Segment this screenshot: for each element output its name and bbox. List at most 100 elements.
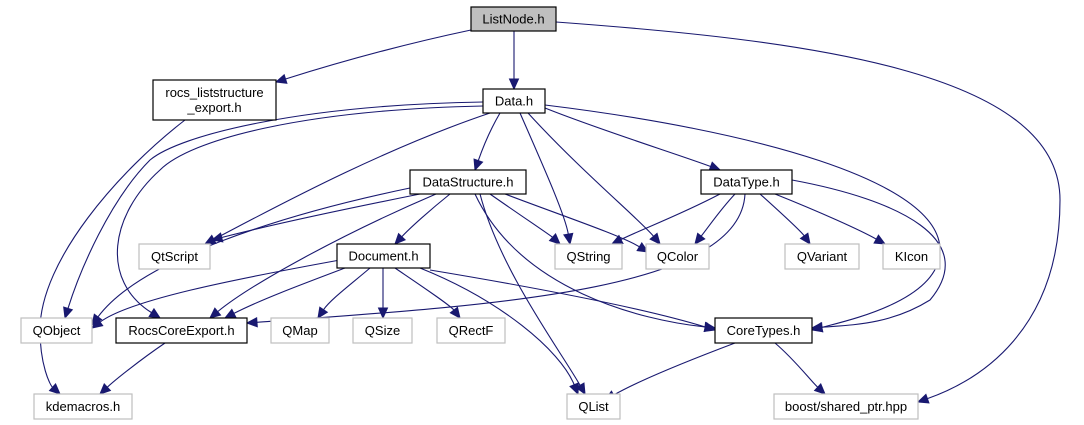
edge-rocs_export-to-kdemacros <box>39 119 186 388</box>
arrowhead-data-to-datastructure <box>473 158 484 172</box>
node-datastructure[interactable]: DataStructure.h <box>409 169 527 195</box>
edge-listnode-to-boost <box>555 21 1061 400</box>
node-document-box[interactable] <box>336 243 431 269</box>
node-coretypes[interactable]: CoreTypes.h <box>714 317 813 344</box>
edge-data-to-datastructure <box>477 112 501 161</box>
edge-datatype-to-rocscoreexport <box>256 193 746 323</box>
node-boost-label: boost/shared_ptr.hpp <box>785 399 907 414</box>
node-qsize-box <box>352 317 413 344</box>
node-kicon-box <box>882 243 941 270</box>
node-document-label: Document.h <box>348 248 418 263</box>
edge-listnode-to-rocs_export <box>285 29 472 80</box>
arrowhead-data-to-qcolor <box>649 232 661 245</box>
node-data-box[interactable] <box>482 88 546 114</box>
arrowhead-document-to-rocscoreexport <box>223 308 237 319</box>
node-qobject-label: QObject <box>33 323 81 338</box>
edge-datatype-to-kicon <box>774 193 877 240</box>
node-rocs_export-box[interactable] <box>152 79 277 121</box>
arrowhead-datastructure-to-rocscoreexport <box>209 307 222 319</box>
edge-data-to-qtscript <box>213 112 491 240</box>
edge-data-to-rocscoreexport <box>116 105 484 314</box>
node-coretypes-label: CoreTypes.h <box>727 323 801 338</box>
node-qsize-label: QSize <box>365 323 400 338</box>
node-qrectf: QRectF <box>436 317 506 344</box>
edge-datatype-to-qcolor <box>700 193 736 237</box>
edge-datastructure-to-qcolor <box>504 193 640 248</box>
node-rocs_export[interactable]: rocs_liststructure_export.h <box>152 79 277 121</box>
node-listnode[interactable]: ListNode.h <box>470 6 557 32</box>
node-kdemacros: kdemacros.h <box>33 393 133 420</box>
edge-rocscoreexport-to-kdemacros <box>106 342 166 388</box>
edge-datastructure-to-rocscoreexport <box>217 193 437 313</box>
node-qtscript: QtScript <box>138 243 211 270</box>
node-kdemacros-label: kdemacros.h <box>46 399 120 414</box>
node-listnode-box[interactable] <box>470 6 557 32</box>
node-qstring: QString <box>554 243 623 270</box>
arrowhead-datatype-to-coretypes <box>810 321 823 333</box>
node-rocs_export-label: _export.h <box>186 100 241 115</box>
node-qobject: QObject <box>20 317 93 344</box>
node-qcolor: QColor <box>645 243 710 270</box>
node-rocscoreexport[interactable]: RocsCoreExport.h <box>115 317 248 344</box>
arrowhead-listnode-to-data <box>508 78 520 91</box>
node-qstring-box <box>554 243 623 270</box>
node-coretypes-box[interactable] <box>714 317 813 344</box>
arrowhead-datastructure-to-qlist <box>575 382 586 396</box>
node-qvariant-label: QVariant <box>797 249 848 264</box>
node-listnode-label: ListNode.h <box>482 11 544 26</box>
node-qlist: QList <box>566 393 621 420</box>
node-rocscoreexport-label: RocsCoreExport.h <box>128 323 234 338</box>
node-rocscoreexport-box[interactable] <box>115 317 248 344</box>
node-qmap-label: QMap <box>282 323 317 338</box>
arrowhead-datastructure-to-qtscript <box>210 232 224 243</box>
node-qcolor-box <box>645 243 710 270</box>
arrowhead-document-to-qobject <box>91 317 104 329</box>
edge-datastructure-to-qtscript <box>221 193 421 239</box>
node-datastructure-label: DataStructure.h <box>422 174 513 189</box>
arrowhead-document-to-qmap <box>317 306 329 320</box>
edge-data-to-datatype <box>544 107 711 168</box>
edge-datastructure-to-coretypes <box>474 193 706 328</box>
node-kicon: KIcon <box>882 243 941 270</box>
arrowhead-listnode-to-rocs_export <box>274 73 288 84</box>
edge-datatype-to-qvariant <box>759 193 805 237</box>
arrowhead-datatype-to-kicon <box>873 234 887 245</box>
node-datatype[interactable]: DataType.h <box>700 169 793 195</box>
node-qrectf-box <box>436 317 506 344</box>
node-boost-box <box>773 393 919 420</box>
arrowhead-datastructure-to-qcolor <box>636 242 650 253</box>
edge-coretypes-to-qlist <box>613 342 736 396</box>
edge-document-to-rocscoreexport <box>233 267 346 314</box>
edge-datatype-to-qstring <box>620 193 721 241</box>
edge-data-to-qstring <box>519 112 569 235</box>
node-qmap: QMap <box>270 317 330 344</box>
arrowhead-coretypes-to-boost <box>813 382 826 395</box>
edge-data-to-qobject <box>67 101 484 309</box>
edge-document-to-coretypes <box>429 269 706 328</box>
node-data[interactable]: Data.h <box>482 88 546 114</box>
node-qvariant-box <box>784 243 860 270</box>
edge-document-to-qobject <box>99 259 341 323</box>
node-rocs_export-label: rocs_liststructure <box>165 85 263 100</box>
node-datastructure-box[interactable] <box>409 169 527 195</box>
edge-data-to-coretypes <box>544 104 941 328</box>
edges-layer <box>39 21 1061 404</box>
arrowhead-datastructure-to-qstring <box>548 233 561 245</box>
arrowhead-datatype-to-qstring <box>610 234 624 245</box>
arrowhead-data-to-qstring <box>563 232 574 246</box>
arrowhead-rocs_export-to-kdemacros <box>48 383 61 395</box>
edge-document-to-qmap <box>323 267 371 310</box>
edge-datastructure-to-qstring <box>489 193 553 238</box>
node-document[interactable]: Document.h <box>336 243 431 269</box>
arrowhead-document-to-qrectf <box>449 306 461 319</box>
node-kicon-label: KIcon <box>895 249 928 264</box>
node-qstring-label: QString <box>566 249 610 264</box>
node-boost: boost/shared_ptr.hpp <box>773 393 919 420</box>
node-qlist-label: QList <box>578 399 609 414</box>
node-qmap-box <box>270 317 330 344</box>
edge-document-to-qlist <box>419 267 575 385</box>
node-datatype-box[interactable] <box>700 169 793 195</box>
arrowhead-document-to-qlist <box>569 382 579 396</box>
